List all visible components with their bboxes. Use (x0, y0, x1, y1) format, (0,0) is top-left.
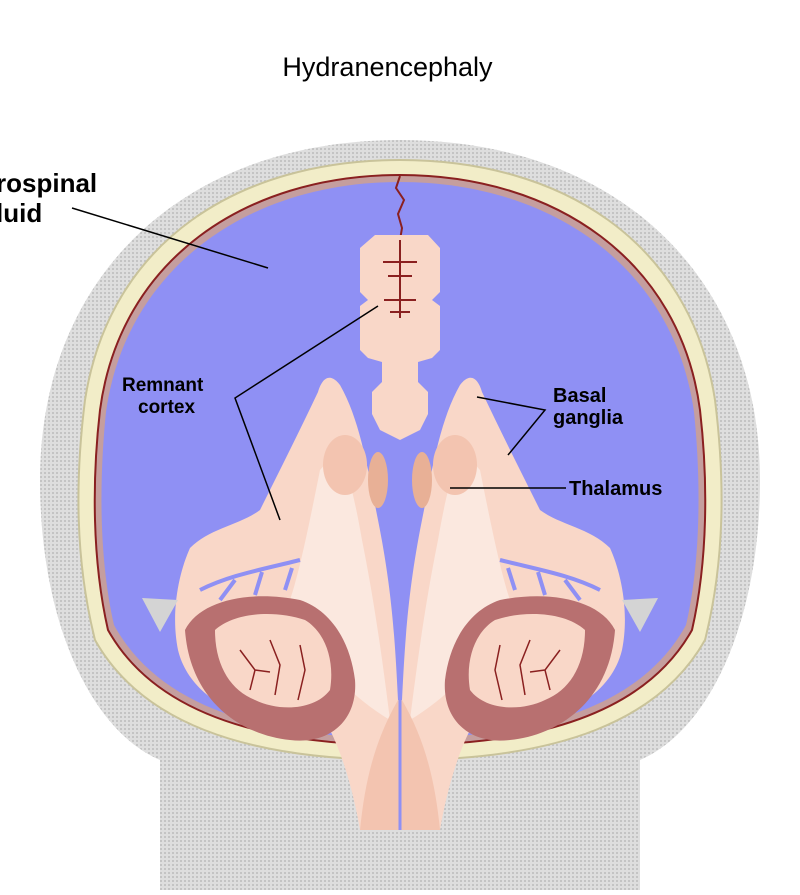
remnant-cortex-label-line1: Remnant (122, 375, 204, 396)
remnant-vessel (383, 240, 417, 318)
sulci (199, 558, 601, 602)
csf-label-line2: luid (0, 198, 43, 228)
cerebellum-folia (239, 639, 561, 701)
basal-ganglia-label-line2: ganglia (553, 407, 624, 429)
remnant-cortex (360, 235, 440, 440)
left-thalamus (368, 452, 388, 508)
remnant-leader (234, 305, 379, 521)
falx-vessel (394, 175, 406, 241)
csf-label-line1: rospinal (0, 168, 98, 198)
right-thalamus (412, 452, 432, 508)
diagram-title: Hydranencephaly (282, 52, 493, 82)
left-inner-tissue (290, 450, 390, 720)
right-basal-ganglia (433, 435, 477, 495)
leader-lines (71, 207, 566, 521)
left-temporal-wing (142, 598, 178, 632)
csf-leader (71, 207, 269, 269)
thalamus-label: Thalamus (569, 478, 663, 500)
basal-leader (476, 396, 547, 456)
right-temporal-wing (622, 598, 658, 632)
remnant-cortex-label-line2: cortex (138, 397, 196, 418)
basal-ganglia-label-line1: Basal (553, 385, 607, 407)
right-inner-tissue (410, 450, 510, 720)
left-basal-ganglia (323, 435, 367, 495)
